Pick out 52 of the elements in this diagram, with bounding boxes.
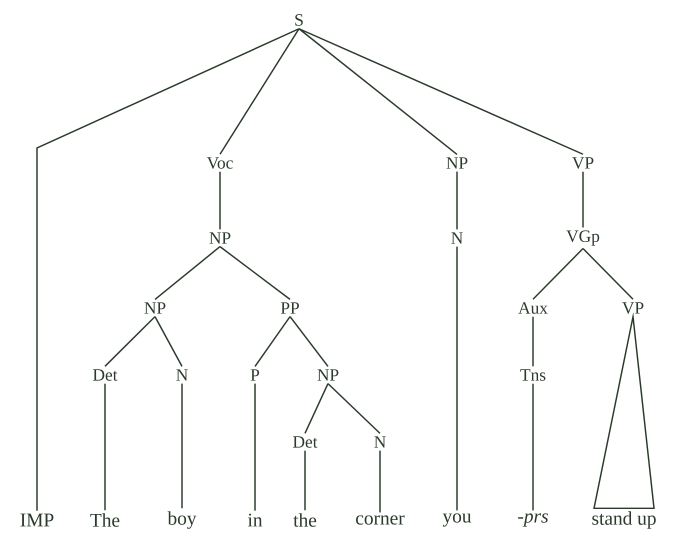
category-label: N — [176, 369, 188, 381]
tree-branch — [181, 384, 183, 508]
tree-branch — [220, 246, 290, 300]
leaf-word: corner — [356, 515, 405, 525]
tree-branch — [582, 248, 634, 300]
category-label: Aux — [518, 302, 548, 314]
tree-branch — [304, 450, 306, 510]
tree-branch — [532, 384, 534, 510]
category-label: NP — [317, 369, 338, 381]
category-label: VGp — [566, 230, 600, 246]
leaf-word: The — [90, 513, 120, 527]
category-label: NP — [209, 232, 230, 244]
tree-branch — [532, 316, 534, 366]
category-label: P — [250, 369, 260, 381]
tree-branch — [456, 172, 458, 230]
leaf-word: -prs — [518, 513, 548, 527]
tree-branch — [532, 248, 584, 300]
leaf-word: the — [293, 513, 316, 527]
tree-branch — [289, 316, 329, 367]
category-label: VP — [572, 157, 594, 169]
category-label: N — [451, 232, 463, 244]
leaf-word: boy — [168, 511, 196, 529]
category-label: NP — [144, 302, 166, 314]
category-label: N — [374, 436, 386, 448]
category-label: Det — [293, 436, 318, 448]
category-label: PP — [280, 302, 299, 314]
tree-branch — [328, 383, 381, 434]
leaf-word: IMP — [20, 514, 54, 526]
leaf-word: in — [248, 514, 262, 526]
tree-branch — [36, 28, 300, 511]
tree-branch — [582, 172, 584, 228]
category-label: Voc — [206, 157, 233, 169]
tree-branch — [154, 246, 220, 300]
tree-branch — [298, 28, 458, 155]
tree-branch — [379, 450, 381, 512]
leaf-word: you — [442, 513, 472, 527]
tree-branch — [254, 384, 256, 511]
category-label: S — [295, 14, 303, 26]
tree-branch — [304, 383, 329, 434]
tree-branch — [254, 316, 291, 367]
leaf-word: stand up — [592, 511, 656, 529]
category-label: NP — [446, 157, 468, 169]
tree-branch — [219, 172, 221, 230]
tree-branch — [219, 28, 300, 155]
tree-branch — [104, 384, 106, 510]
tree-branch — [456, 246, 458, 510]
tree-branch — [298, 28, 584, 155]
category-label: Det — [93, 369, 118, 381]
tree-branch — [104, 316, 156, 367]
category-label: Tns — [520, 369, 546, 381]
category-label: VP — [622, 302, 644, 314]
tree-branch — [154, 316, 183, 367]
